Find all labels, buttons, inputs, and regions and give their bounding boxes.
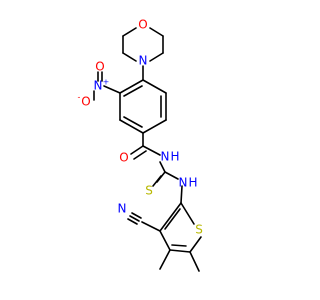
amide-hydrogen-label: H bbox=[170, 150, 179, 164]
bond bbox=[103, 85, 121, 94]
nitro-oxygen-label: O bbox=[95, 60, 104, 74]
bond bbox=[123, 116, 143, 128]
bond bbox=[129, 215, 140, 222]
bond bbox=[159, 249, 171, 270]
bond bbox=[131, 212, 142, 219]
bonds bbox=[93, 27, 202, 272]
nitro-positive-charge: + bbox=[103, 78, 110, 87]
bond bbox=[130, 145, 144, 155]
nitro-oxygen-anion-label: O bbox=[81, 95, 90, 109]
carbonyl-oxygen-label: O bbox=[119, 151, 128, 165]
bond bbox=[159, 161, 166, 173]
bond bbox=[164, 171, 179, 180]
nitrile-nitrogen-label: N bbox=[118, 202, 127, 216]
bond bbox=[142, 79, 167, 94]
bond bbox=[189, 236, 202, 253]
bond bbox=[169, 249, 191, 253]
bond bbox=[164, 208, 181, 230]
bond bbox=[159, 230, 171, 251]
bond bbox=[180, 185, 183, 204]
thioamide-nitrogen-label: N bbox=[179, 176, 188, 190]
bond bbox=[141, 221, 161, 232]
thiophene-sulfur-label: S bbox=[195, 223, 203, 237]
bond bbox=[152, 175, 162, 187]
chemical-structure-diagram: O N N + O - O O N H S N H N S bbox=[78, 18, 203, 272]
morpholine-nitrogen-label: N bbox=[139, 54, 148, 68]
atom-labels: O N N + O - O O N H S N H N S bbox=[78, 18, 203, 237]
bond bbox=[149, 27, 164, 37]
bond bbox=[149, 52, 164, 62]
bond bbox=[133, 150, 147, 160]
bond bbox=[189, 251, 200, 272]
bond bbox=[122, 27, 137, 37]
thioamide-hydrogen-label: H bbox=[188, 176, 197, 190]
amide-nitrogen-label: N bbox=[161, 150, 170, 164]
bond bbox=[127, 218, 138, 225]
thiocarbonyl-sulfur-label: S bbox=[145, 184, 153, 198]
bond bbox=[142, 145, 161, 156]
morpholine-oxygen-label: O bbox=[138, 18, 147, 32]
bond bbox=[122, 52, 137, 62]
bond bbox=[180, 202, 195, 225]
bond bbox=[123, 85, 143, 97]
bond bbox=[171, 244, 187, 247]
bond bbox=[159, 202, 182, 232]
nitro-negative-charge: - bbox=[78, 93, 81, 102]
bond bbox=[142, 119, 167, 134]
bond bbox=[119, 119, 144, 134]
nitro-nitrogen-label: N bbox=[94, 79, 103, 93]
bond bbox=[119, 79, 144, 94]
